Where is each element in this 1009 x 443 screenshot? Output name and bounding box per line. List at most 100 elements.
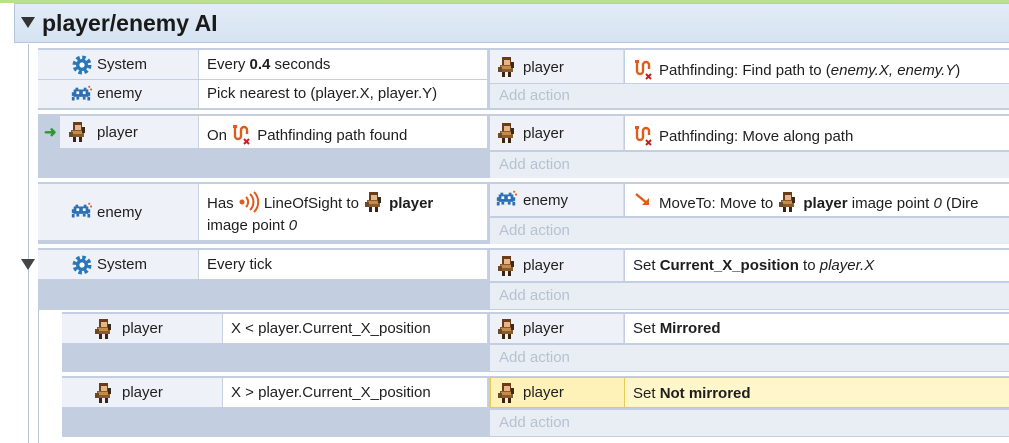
action-variable: Current_X_position	[659, 257, 799, 274]
condition-line-1: Has LineOfSight to player	[207, 191, 487, 215]
action-object-enemy[interactable]: enemy	[490, 184, 624, 216]
condition-object: player	[389, 195, 434, 212]
action-text: to	[798, 257, 820, 274]
condition-text: Every	[207, 56, 250, 73]
condition-text: Pathfinding path found	[257, 127, 408, 144]
condition-compare-x[interactable]: X < player.Current_X_position	[223, 314, 488, 343]
object-name: enemy	[97, 204, 143, 221]
event-block[interactable]: System Every tick player Set Current_X_p…	[38, 248, 1009, 310]
action-text: (Dire	[941, 195, 979, 212]
add-action-link[interactable]: Add action	[490, 283, 1009, 309]
action-text: Pathfinding: Move along path	[659, 128, 854, 145]
tree-guide-line	[28, 44, 29, 443]
action-value: 0	[933, 195, 942, 212]
condition-value: 0	[288, 217, 298, 234]
pathfinding-icon	[633, 124, 655, 146]
action-value: Not mirrored	[659, 385, 751, 402]
object-name: player	[97, 124, 138, 141]
player-sprite-icon	[496, 255, 518, 277]
pathfinding-icon	[231, 123, 253, 145]
action-object-player[interactable]: player	[490, 250, 624, 281]
object-name: enemy	[523, 192, 569, 209]
condition-object-player[interactable]: player	[62, 378, 223, 407]
action-move-to[interactable]: MoveTo: Move to player image point 0 (Di…	[625, 184, 1009, 216]
pathfinding-icon	[633, 58, 655, 80]
event-block[interactable]: System Every 0.4 seconds enemy Pick near…	[38, 48, 1009, 110]
action-text: Pathfinding: Find path to (	[659, 62, 831, 79]
object-name: player	[122, 320, 163, 337]
action-text: MoveTo: Move to	[659, 195, 778, 212]
trigger-arrow-icon: ➜	[44, 124, 57, 141]
action-find-path[interactable]: Pathfinding: Find path to (enemy.X, enem…	[625, 50, 1009, 83]
action-text: )	[955, 62, 961, 79]
object-name: player	[523, 257, 564, 274]
group-title: player/enemy AI	[42, 10, 218, 36]
player-sprite-icon	[496, 318, 518, 340]
condition-on-path-found[interactable]: On Pathfinding path found	[199, 116, 488, 148]
condition-object-enemy[interactable]: enemy	[38, 80, 199, 108]
action-text: Set	[633, 385, 660, 402]
collapse-arrow-icon[interactable]	[21, 17, 35, 28]
event-block[interactable]: ➜ player On Pathfinding path found playe…	[38, 114, 1009, 178]
condition-text: Has	[207, 195, 238, 212]
condition-object-player[interactable]: player	[60, 116, 199, 148]
invader-sprite-icon	[70, 84, 92, 106]
condition-every-tick[interactable]: Every tick	[199, 250, 488, 279]
sub-event-block[interactable]: player X < player.Current_X_position pla…	[62, 312, 1009, 372]
condition-text: LineOfSight to	[263, 195, 364, 212]
invader-sprite-icon	[495, 189, 517, 211]
condition-text: seconds	[270, 56, 331, 73]
player-sprite-icon	[93, 382, 115, 404]
action-text: Set	[633, 257, 660, 274]
object-name: enemy	[97, 85, 143, 102]
player-sprite-icon	[496, 382, 518, 404]
action-text: Set	[633, 320, 660, 337]
add-action-link[interactable]: Add action	[490, 84, 1009, 108]
action-set-not-mirrored-selected[interactable]: Set Not mirrored	[625, 377, 1009, 408]
condition-object-enemy[interactable]: enemy	[38, 184, 199, 240]
player-sprite-icon	[496, 56, 518, 78]
event-group-header[interactable]: player/enemy AI	[14, 3, 1009, 43]
object-name: player	[523, 59, 564, 76]
event-block[interactable]: enemy Has LineOfSight to player image po…	[38, 182, 1009, 244]
action-expression: player.X	[819, 257, 875, 274]
object-name: System	[97, 256, 148, 273]
add-action-link[interactable]: Add action	[490, 345, 1009, 371]
tree-guide-line	[38, 282, 39, 443]
move-to-icon	[633, 191, 655, 213]
invader-sprite-icon	[70, 201, 92, 223]
action-text: image point	[847, 195, 934, 212]
condition-object-system[interactable]: System	[38, 250, 199, 279]
condition-every-seconds[interactable]: Every 0.4 seconds	[199, 50, 488, 79]
player-sprite-icon	[777, 191, 799, 213]
action-object-player-selected[interactable]: player	[490, 377, 625, 408]
action-set-mirrored[interactable]: Set Mirrored	[625, 314, 1009, 343]
object-name: player	[523, 125, 564, 142]
condition-object-player[interactable]: player	[62, 314, 223, 343]
condition-line-2: image point 0	[207, 215, 487, 237]
condition-value: 0.4	[249, 56, 271, 73]
object-name: System	[97, 56, 148, 73]
condition-pick-nearest[interactable]: Pick nearest to (player.X, player.Y)	[199, 80, 488, 108]
action-object-player[interactable]: player	[490, 116, 624, 150]
action-object-player[interactable]: player	[490, 314, 624, 343]
add-action-link[interactable]: Add action	[490, 152, 1009, 178]
expand-collapse-arrow-icon[interactable]	[21, 259, 35, 270]
object-name: player	[523, 320, 564, 337]
condition-compare-x[interactable]: X > player.Current_X_position	[223, 378, 488, 407]
action-set-variable[interactable]: Set Current_X_position to player.X	[625, 250, 1009, 281]
action-object: player	[803, 195, 848, 212]
action-move-along-path[interactable]: Pathfinding: Move along path	[625, 116, 1009, 150]
player-sprite-icon	[93, 318, 115, 340]
sub-event-block[interactable]: player X > player.Current_X_position pla…	[62, 376, 1009, 437]
add-action-link[interactable]: Add action	[490, 410, 1009, 436]
add-action-link[interactable]: Add action	[490, 218, 1009, 244]
top-accent-bar	[0, 0, 1009, 3]
condition-object-system[interactable]: System	[38, 50, 199, 79]
action-expression: enemy.X, enemy.Y	[830, 62, 956, 79]
action-value: Mirrored	[659, 320, 721, 337]
action-object-player[interactable]: player	[490, 50, 624, 83]
object-name: player	[122, 384, 163, 401]
player-sprite-icon	[67, 121, 89, 143]
condition-line-of-sight[interactable]: Has LineOfSight to player image point 0	[199, 184, 488, 240]
